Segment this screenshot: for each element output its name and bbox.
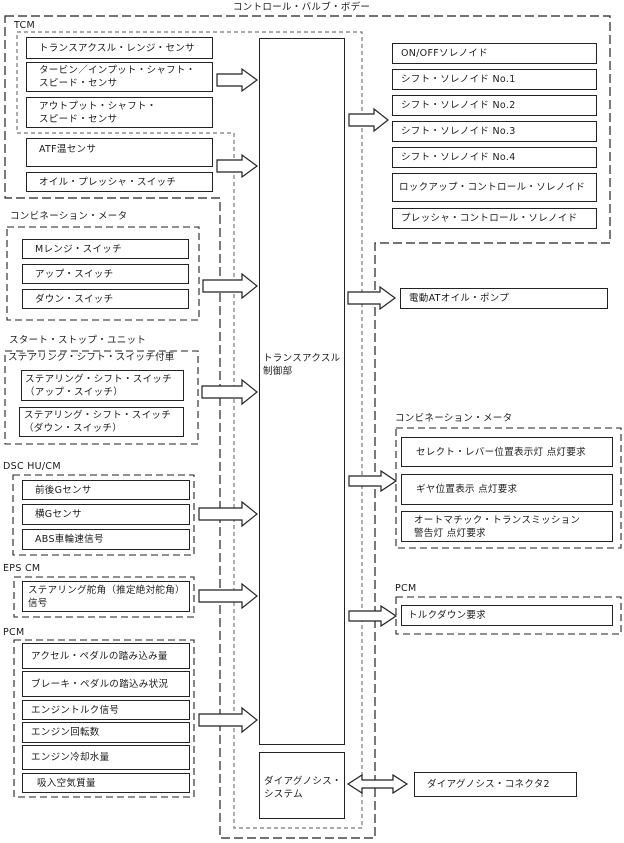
shift-solenoid-3-box: シフト・ソレノイド No.3 [392,121,597,142]
arrow-diag-bidirectional [346,773,409,795]
box-label: 前後Gセンサ [35,484,92,496]
arrow-pcm [198,706,258,734]
turbine-input-speed-sensor-box: タービン／インプット・シャフト・ スピード・センサ [26,62,213,92]
arrow-solenoids [348,107,389,133]
transaxle-controller-box: トランスアクスル 制御部 [259,38,345,745]
valve-body-label: コントロール・バルブ・ボデー [233,2,371,13]
box-label: ダウン・スイッチ [35,293,114,305]
box-label: ステアリング・シフト・スイッチ （ダウン・スイッチ） [24,410,172,434]
diagnosis-system-label: ダイアグノシス・ システム [264,776,342,800]
arrow-tcm-sensors [216,67,259,93]
lockup-control-solenoid-box: ロックアップ・コントロール・ソレノイド [392,173,597,202]
m-range-switch-box: Mレンジ・スイッチ [22,239,189,259]
oil-pressure-switch-box: オイル・プレッシャ・スイッチ [26,172,213,192]
box-label: ブレーキ・ペダルの踏込み状況 [31,678,169,690]
steering-shift-up-switch-box: ステアリング・シフト・スイッチ （アップ・スイッチ） [21,370,184,401]
eps-label: EPS CM [3,563,41,574]
output-shaft-speed-sensor-box: アウトプット・シャフト・ スピード・センサ [26,97,213,128]
box-label: アクセル・ペダルの踏み込み量 [31,650,168,662]
steering-shift-down-switch-box: ステアリング・シフト・スイッチ （ダウン・スイッチ） [19,407,184,437]
box-label: Mレンジ・スイッチ [35,243,122,255]
arrow-combination-meter [202,272,258,300]
engine-torque-signal-box: エンジントルク信号 [22,700,190,720]
box-label: ギヤ位置表示 点灯要求 [416,484,518,495]
box-label: 吸入空気質量 [37,777,96,789]
box-label: エンジン冷却水量 [31,752,110,763]
torque-down-request-box: トルクダウン要求 [401,605,613,626]
shift-solenoid-4-box: シフト・ソレノイド No.4 [392,147,597,168]
box-label: プレッシャ・コントロール・ソレノイド [401,213,578,224]
electric-oil-pump-box: 電動ATオイル・ポンプ [400,288,608,309]
shift-solenoid-1-box: シフト・ソレノイド No.1 [392,69,597,90]
arrow-eps [198,582,258,610]
arrow-dsc [198,500,258,528]
box-label: エンジントルク信号 [31,704,120,716]
shift-solenoid-2-box: シフト・ソレノイド No.2 [392,95,597,116]
box-label: ステアリング・シフト・スイッチ （アップ・スイッチ） [25,373,173,398]
steering-shift-switch-equipped-label: ステアリング・シフト・スイッチ付車 [8,352,175,363]
combination-meter-input-label: コンビネーション・メータ [10,211,128,222]
box-label: トランスアクスル・レンジ・センサ [39,42,195,54]
box-label: シフト・ソレノイド No.4 [401,152,516,163]
box-label: オイル・プレッシャ・スイッチ [39,176,177,188]
lateral-g-sensor-box: 横Gセンサ [22,504,190,525]
box-label: トルクダウン要求 [408,610,487,621]
arrow-pcm-out [348,604,398,628]
box-label: エンジン回転数 [31,727,100,738]
accelerator-pedal-box: アクセル・ペダルの踏み込み量 [22,643,190,669]
dsc-label: DSC HU/CM [3,461,61,472]
tcm-label: TCM [14,20,35,31]
box-label: アウトプット・シャフト・ スピード・センサ [39,100,157,125]
gear-position-indicator-box: ギヤ位置表示 点灯要求 [401,474,613,505]
up-switch-box: アップ・スイッチ [22,264,189,284]
engine-coolant-box: エンジン冷却水量 [22,745,190,770]
box-label: シフト・ソレノイド No.1 [401,74,516,85]
box-label: シフト・ソレノイド No.2 [401,100,516,111]
pcm-input-label: PCM [3,627,25,638]
box-label: タービン／インプット・シャフト・ スピード・センサ [39,65,196,89]
steering-angle-signal-box: ステアリング舵角（推定絶対舵角） 信号 [22,581,190,612]
box-label: ON/OFFソレノイド [401,48,488,59]
arrow-valve-sensors [216,153,259,179]
brake-pedal-box: ブレーキ・ペダルの踏込み状況 [22,671,190,697]
box-label: ロックアップ・コントロール・ソレノイド [399,182,586,193]
start-stop-unit-label: スタート・ストップ・ユニット [9,335,147,346]
engine-speed-box: エンジン回転数 [22,722,190,743]
select-lever-indicator-box: セレクト・レバー位置表示灯 点灯要求 [401,437,613,467]
pcm-output-label: PCM [395,583,417,594]
atf-temp-sensor-box: ATF温センサ [26,138,213,167]
transaxle-range-sensor-box: トランスアクスル・レンジ・センサ [26,37,213,59]
box-label: ABS車輪速信号 [35,534,104,545]
box-label: セレクト・レバー位置表示灯 点灯要求 [416,446,586,458]
pressure-control-solenoid-box: プレッシャ・コントロール・ソレノイド [392,208,597,229]
box-label: ダイアグノシス・コネクタ2 [427,779,550,790]
intake-air-mass-box: 吸入空気質量 [22,773,190,793]
arrow-start-stop [201,378,258,406]
combination-meter-output-label: コンビネーション・メータ [395,413,513,424]
box-label: シフト・ソレノイド No.3 [401,126,516,137]
arrow-oil-pump [347,285,397,311]
longitudinal-g-sensor-box: 前後Gセンサ [22,480,190,500]
down-switch-box: ダウン・スイッチ [22,289,189,309]
box-label: 電動ATオイル・ポンプ [409,293,510,304]
at-warning-lamp-box: オートマチック・トランスミッション 警告灯 点灯要求 [401,511,613,542]
abs-wheel-speed-box: ABS車輪速信号 [22,529,190,550]
box-label: オートマチック・トランスミッション 警告灯 点灯要求 [414,514,581,539]
diagnosis-system-box: ダイアグノシス・ システム [259,752,345,819]
box-label: アップ・スイッチ [35,268,114,280]
arrow-combination-meter-out [348,469,398,493]
on-off-solenoid-box: ON/OFFソレノイド [392,43,597,64]
transaxle-controller-label: トランスアクスル 制御部 [263,353,341,377]
diagnosis-connector-box: ダイアグノシス・コネクタ2 [414,772,577,797]
box-label: 横Gセンサ [35,509,82,520]
box-label: ATF温センサ [39,144,97,155]
box-label: ステアリング舵角（推定絶対舵角） 信号 [28,584,185,609]
